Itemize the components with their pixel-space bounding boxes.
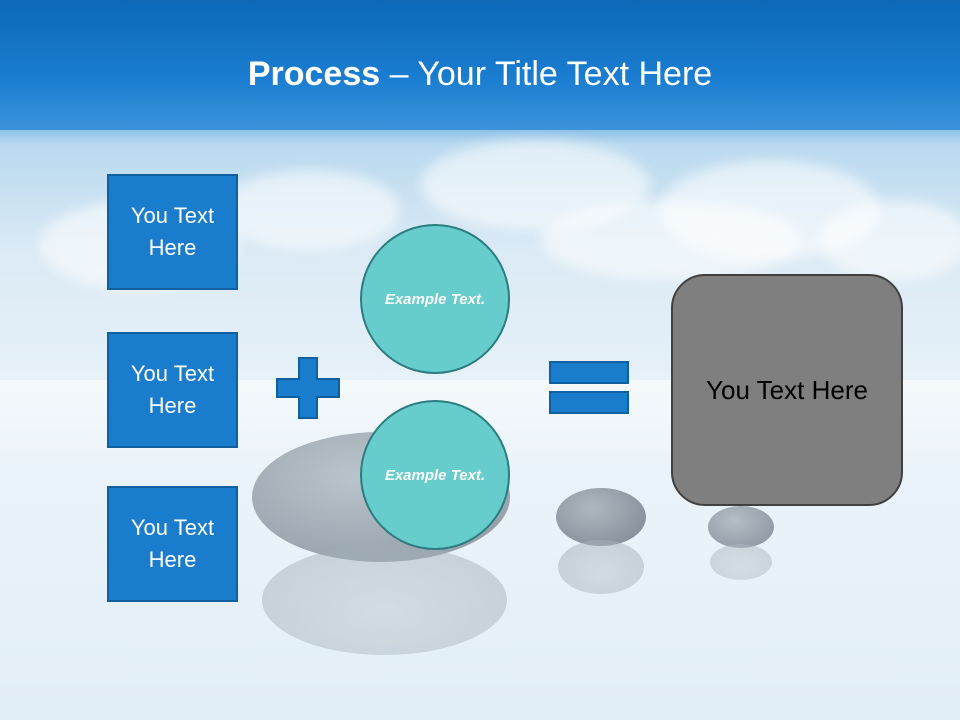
title-bar xyxy=(0,0,960,130)
example-circle-1: Example Text. xyxy=(360,224,510,374)
stone-small xyxy=(708,506,774,548)
result-box: You Text Here xyxy=(671,274,903,506)
equals-icon xyxy=(549,361,629,414)
slide-title: Process – Your Title Text Here xyxy=(0,52,960,96)
stone-medium xyxy=(556,488,646,546)
plus-icon xyxy=(276,357,340,419)
stone-large-reflection xyxy=(262,545,507,655)
title-bold: Process xyxy=(247,55,381,93)
title-text: – Your Title Text Here xyxy=(380,55,713,93)
left-box-3: You Text Here xyxy=(107,486,238,602)
example-circle-2: Example Text. xyxy=(360,400,510,550)
left-box-1: You Text Here xyxy=(107,174,238,290)
stone-medium-reflection xyxy=(558,540,644,594)
stone-small-reflection xyxy=(710,544,772,580)
left-box-2: You Text Here xyxy=(107,332,238,448)
